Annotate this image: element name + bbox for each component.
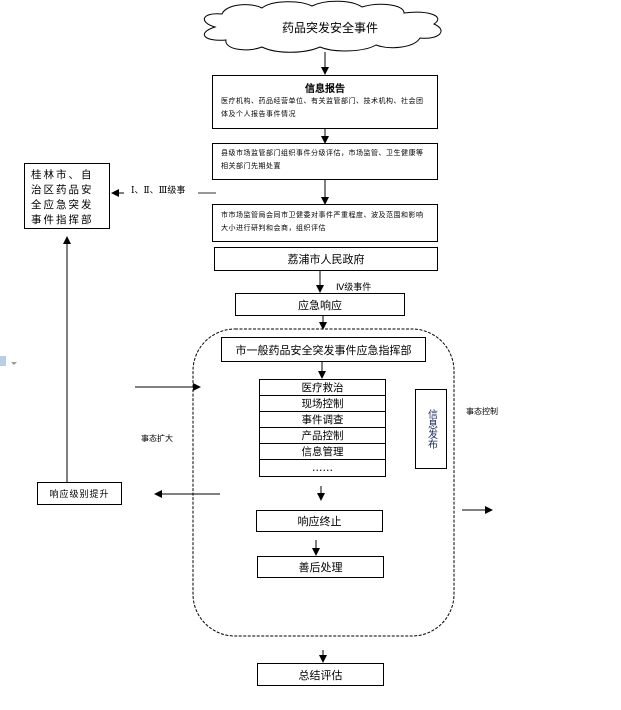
regional-command-box: 桂林市、自治区药品安全应急突发事件指挥部 <box>24 163 110 229</box>
city-government-box: 荔浦市人民政府 <box>214 247 438 271</box>
info-report-text: 医疗机构、药品经营单位、有关监管部门、技术机构、社会团体及个人报告事件情况 <box>221 97 424 118</box>
response-end-box: 响应终止 <box>256 510 383 532</box>
cloud-shape <box>203 0 442 53</box>
escalation-box: 响应级别提升 <box>37 482 122 505</box>
document-icon <box>0 356 6 366</box>
caret-down-icon <box>11 362 17 365</box>
level4-label: Ⅳ级事件 <box>336 283 372 293</box>
event-expand-label: 事态扩大 <box>141 434 173 443</box>
level123-label: Ⅰ、Ⅱ、Ⅲ级事 <box>131 186 186 196</box>
actions-stack: 医疗救治 现场控制 事件调查 产品控制 信息管理 …… <box>259 379 386 477</box>
action-medical-treatment: 医疗救治 <box>260 380 385 396</box>
command-center-box: 市一般药品安全突发事件应急指挥部 <box>221 337 426 362</box>
action-info-management: 信息管理 <box>260 444 385 460</box>
info-release-box: 信息发布 <box>415 389 447 469</box>
summary-box: 总结评估 <box>257 663 384 686</box>
response-process-container <box>192 328 455 637</box>
action-more: …… <box>312 462 333 474</box>
emergency-response-box: 应急响应 <box>235 293 405 316</box>
info-report-title: 信息报告 <box>305 84 345 95</box>
info-report-box: 信息报告 医疗机构、药品经营单位、有关监管部门、技术机构、社会团体及个人报告事件… <box>212 75 438 129</box>
action-site-control: 现场控制 <box>260 396 385 412</box>
info-release-label: 信息发布 <box>425 409 437 449</box>
start-event-label: 药品突发安全事件 <box>282 21 379 35</box>
action-investigation: 事件调查 <box>260 412 385 428</box>
city-assessment-box: 市市场监管局会同市卫健委对事件严重程度、波及范围和影响大小进行研判和会商，组织评… <box>212 204 438 242</box>
county-assessment-box: 县级市场监管部门组织事件分级评估，市场监管、卫生健康等相关部门先期处置 <box>212 143 438 180</box>
action-product-control: 产品控制 <box>260 428 385 444</box>
aftermath-box: 善后处理 <box>257 556 384 578</box>
event-control-label: 事态控制 <box>466 407 498 416</box>
